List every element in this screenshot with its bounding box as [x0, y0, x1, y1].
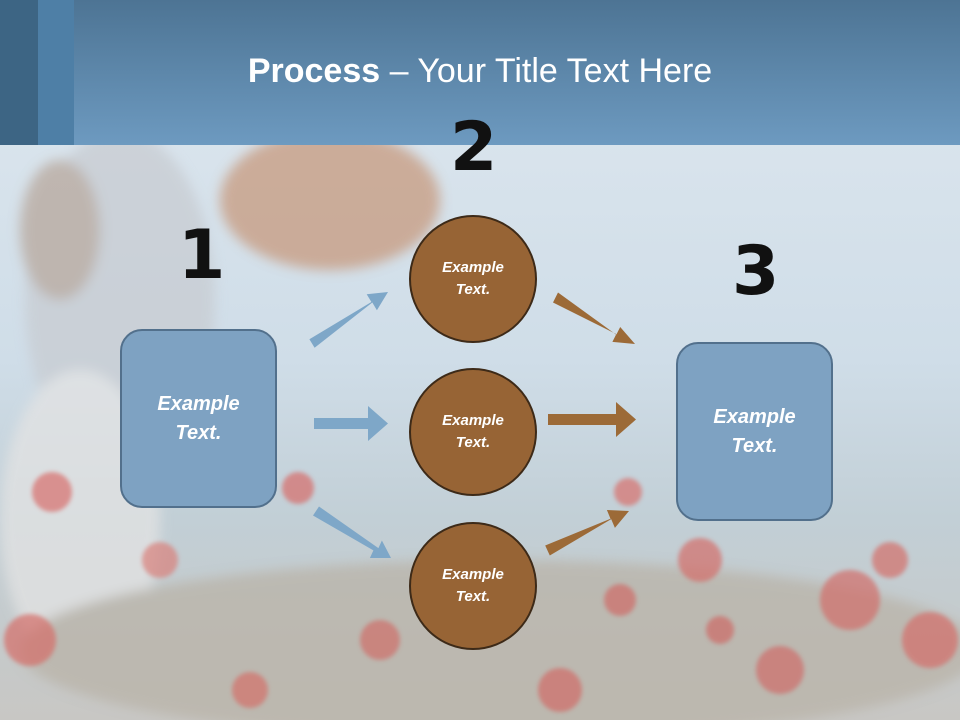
header-accent-bar — [38, 0, 74, 145]
step-number-1: 1 — [178, 216, 226, 295]
step-3-text: Example Text. — [713, 405, 796, 457]
step-2-bottom-text: Example Text. — [442, 565, 504, 606]
step-2-middle-text: Example Text. — [442, 411, 504, 452]
slide-title[interactable]: Process – Your Title Text Here — [0, 52, 960, 91]
step-number-3: 3 — [732, 232, 780, 311]
step-1-text: Example Text. — [157, 392, 240, 444]
step-number-2: 2 — [450, 108, 498, 187]
step-2-circle-bottom[interactable]: Example Text. — [409, 522, 537, 650]
title-rest: – Your Title Text Here — [380, 52, 713, 90]
title-header-band: Process – Your Title Text Here — [0, 0, 960, 145]
header-accent-bar — [0, 0, 38, 145]
title-bold-word: Process — [247, 52, 381, 90]
step-1-box[interactable]: Example Text. — [120, 329, 277, 508]
step-3-box[interactable]: Example Text. — [676, 342, 833, 521]
step-2-top-text: Example Text. — [442, 258, 504, 299]
step-2-circle-middle[interactable]: Example Text. — [409, 368, 537, 496]
step-2-circle-top[interactable]: Example Text. — [409, 215, 537, 343]
